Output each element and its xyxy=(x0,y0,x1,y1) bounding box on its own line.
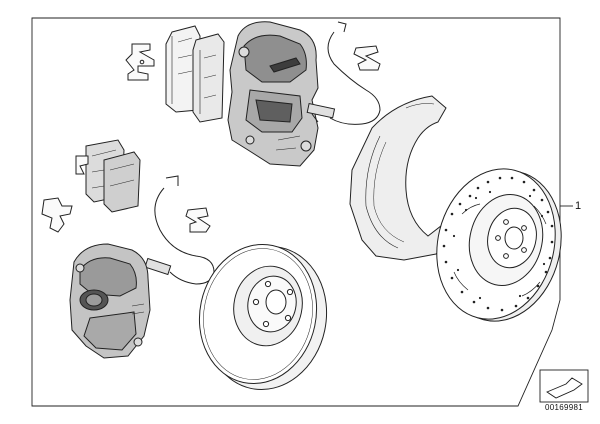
brake-pad-icon xyxy=(192,33,225,123)
wear-sensor-icon xyxy=(144,175,215,285)
disc-slots xyxy=(453,203,547,297)
front-wear-sensor xyxy=(306,21,381,125)
drilled-holes xyxy=(442,176,554,312)
spring-clip-icon xyxy=(125,43,155,81)
spring-clip-icon xyxy=(353,45,381,71)
rear-wear-sensor xyxy=(144,175,215,285)
brake-caliper-icon xyxy=(227,21,319,167)
spring-clip-icon xyxy=(185,207,211,233)
brake-pad-icon xyxy=(165,25,201,113)
brake-disc-icon xyxy=(198,243,328,391)
rear-brake-caliper xyxy=(69,243,151,359)
reference-code: 00169981 xyxy=(545,403,583,412)
brake-pad-icon xyxy=(103,151,141,213)
lower-brake-pad-set xyxy=(41,139,141,233)
spring-clip-icon xyxy=(41,197,73,233)
assembly-arrow-icon xyxy=(546,377,583,399)
front-brake-disc xyxy=(436,168,562,322)
assembly-arrow-box xyxy=(539,369,589,403)
rear-brake-disc xyxy=(198,243,328,391)
kit-frame xyxy=(31,17,561,407)
callout-number-1: 1 xyxy=(575,200,582,212)
front-brake-caliper xyxy=(227,21,319,167)
brake-disc-icon xyxy=(436,168,562,322)
wear-sensor-icon xyxy=(306,21,381,125)
spring-clip-icon xyxy=(75,155,89,175)
upper-brake-pad-set xyxy=(125,25,225,123)
brake-caliper-icon xyxy=(69,243,151,359)
